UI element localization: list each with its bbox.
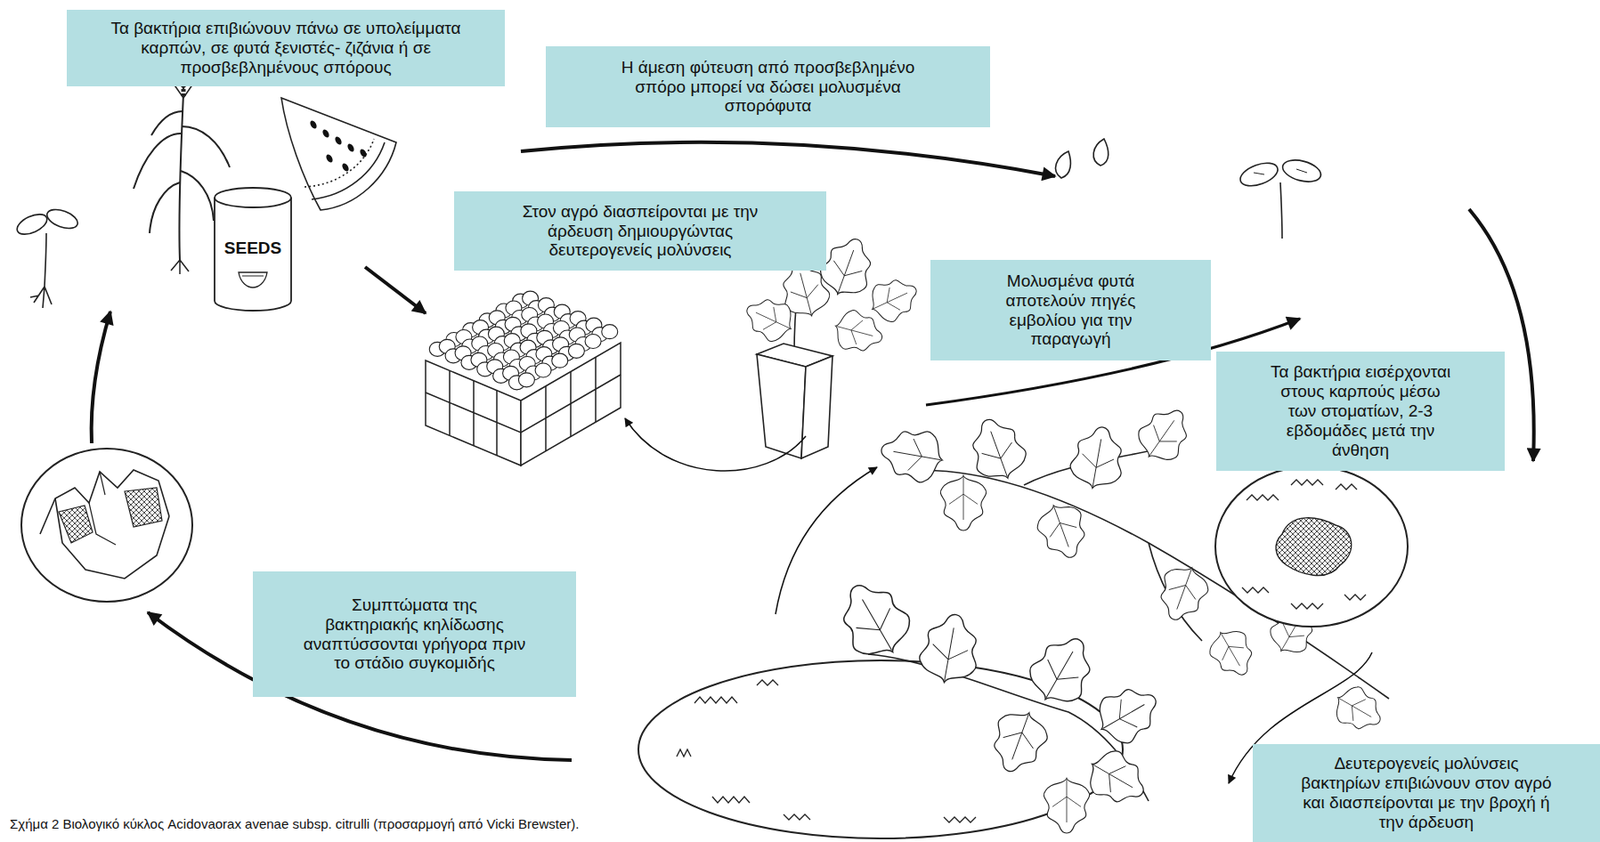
field-vine-part [916, 609, 985, 688]
watermelon-slice [281, 97, 397, 211]
seeds-part [1055, 151, 1072, 179]
corn-plant-part [151, 111, 183, 136]
potted-plant-part [739, 290, 800, 347]
tray-seedlings-part [584, 334, 602, 350]
seed-can-part [238, 272, 268, 288]
field-vine-part [1043, 778, 1089, 834]
box-text: Τα βακτήρια επιβιώνουν πάνω σε υπολείμμα… [81, 18, 491, 78]
seedling-right-part [1253, 169, 1308, 175]
text-box: Στον αγρό διασπείρονται με την άρδευση δ… [454, 191, 827, 271]
field-vine-part [1020, 625, 1105, 715]
seedling-right [1237, 156, 1324, 239]
vine-plant-part [1152, 560, 1214, 627]
field-vine-part [828, 570, 920, 668]
text-box: Δευτερογενείς μολύνσεις βακτηρίων επιβιώ… [1252, 744, 1600, 842]
field-vine-part [1080, 743, 1155, 815]
vine-plant-part [1031, 497, 1094, 565]
watermelon-slice-part [281, 97, 397, 211]
watermelon-slice-part [311, 142, 385, 200]
text-box: Μολυσμένα φυτά αποτελούν πηγές εμβολίου … [930, 259, 1211, 361]
broken-fruit-circle-part [89, 471, 116, 545]
cycle-arrows [91, 142, 1535, 784]
seed-can-part [214, 187, 292, 208]
tray-seedlings-part [535, 363, 552, 378]
vine-plant-part [1202, 622, 1262, 684]
watermelon-slice-part [308, 119, 368, 173]
box-text: Η άμεση φύτευση από προσβεβλημένο σπόρο … [621, 57, 916, 117]
watermelon-slice-part-part [333, 135, 343, 147]
box-text: Τα βακτήρια εισέρχονται στους καρπούς μέ… [1265, 362, 1457, 460]
seedling-left [14, 205, 81, 309]
corn-plant-part [170, 259, 189, 275]
seeds [1055, 138, 1109, 179]
seed-tray-part [425, 357, 621, 456]
field-vine [828, 570, 1169, 834]
vine-plant-part [877, 424, 947, 487]
text-box: Η άμεση φύτευση από προσβεβλημένο σπόρο … [545, 46, 991, 128]
box-text: Συμπτώματα της βακτηριακής κηλίδωσης ανα… [303, 595, 527, 674]
seeds-part [1093, 138, 1109, 166]
seed-can [214, 187, 292, 311]
broken-fruit-circle-part [58, 505, 93, 544]
cycle-arrows-part [365, 267, 426, 314]
corn-plant-part [133, 133, 181, 189]
watermelon-slice-part-part [324, 153, 334, 164]
field-vine-part [1088, 676, 1169, 753]
figure-caption: Σχήμα 2 Βιολογικό κύκλος Acidovaorax ave… [7, 815, 582, 833]
fruit-lesion-circle-part [1215, 466, 1408, 627]
broken-fruit-circle-part [124, 487, 163, 528]
broken-fruit-circle [21, 448, 193, 602]
seedling-left-part [44, 233, 47, 287]
cycle-arrows-part [625, 418, 806, 472]
vine-plant-part [1067, 422, 1129, 493]
text-box: Συμπτώματα της βακτηριακής κηλίδωσης ανα… [252, 571, 577, 698]
vine-plant-part [1129, 398, 1199, 471]
text-box: Τα βακτήρια εισέρχονται στους καρπούς μέ… [1216, 351, 1505, 472]
seedling-left-part [30, 286, 52, 309]
seedling-left-part [14, 210, 50, 239]
watermelon-slice-part [304, 138, 374, 187]
watermelon-slice-part-part [358, 147, 368, 159]
corn-plant-part [149, 182, 180, 234]
watermelon-slice-part-part [321, 128, 331, 139]
tray-seedlings [429, 291, 618, 390]
seedling-right-part [1280, 182, 1283, 239]
tray-seedlings-part [601, 324, 618, 340]
tray-seedlings-part [568, 343, 585, 358]
seed-tray [425, 291, 621, 466]
field-fruit-circle-part [676, 680, 976, 823]
seedling-right-part [1237, 158, 1282, 191]
corn-plant-part [180, 170, 214, 221]
fruit-lesion-circle [1215, 466, 1408, 627]
corn-plant-part [181, 126, 230, 168]
tray-seedlings-part [552, 353, 569, 368]
text-box: Τα βακτήρια επιβιώνουν πάνω σε υπολείμμα… [66, 9, 505, 87]
broken-fruit-circle-part [21, 448, 193, 602]
potted-plant-part [830, 307, 888, 358]
box-text: Δευτερογενείς μολύνσεις βακτηρίων επιβιώ… [1297, 754, 1556, 832]
seedling-left-part [44, 205, 81, 232]
cycle-arrows-part [520, 142, 1056, 177]
field-vine-part [983, 704, 1054, 780]
box-text: Στον αγρό διασπείρονται με την άρδευση δ… [502, 202, 779, 261]
can-label: SEEDS [214, 238, 292, 259]
vine-plant-part [962, 411, 1032, 488]
box-text: Μολυσμένα φυτά αποτελούν πηγές εμβολίου … [986, 271, 1156, 350]
seed-can-part [214, 197, 292, 311]
potted-plant-part [756, 354, 806, 459]
watermelon-slice-part-part [341, 162, 350, 173]
corn-plant-part [178, 93, 184, 260]
vine-plant-part [1327, 680, 1389, 740]
watermelon-slice-part-part [346, 142, 356, 154]
watermelon-slice-part-part [308, 119, 318, 130]
tray-seedlings-part [518, 373, 535, 388]
fruit-lesion-circle-part [1275, 518, 1352, 577]
fruit-lesion-circle-part [1242, 479, 1366, 610]
cycle-arrows-part [775, 467, 878, 615]
cycle-arrows-part [91, 311, 111, 444]
vine-plant-part [940, 475, 986, 531]
potted-plant-part [801, 356, 833, 459]
seed-can-part [242, 276, 264, 277]
